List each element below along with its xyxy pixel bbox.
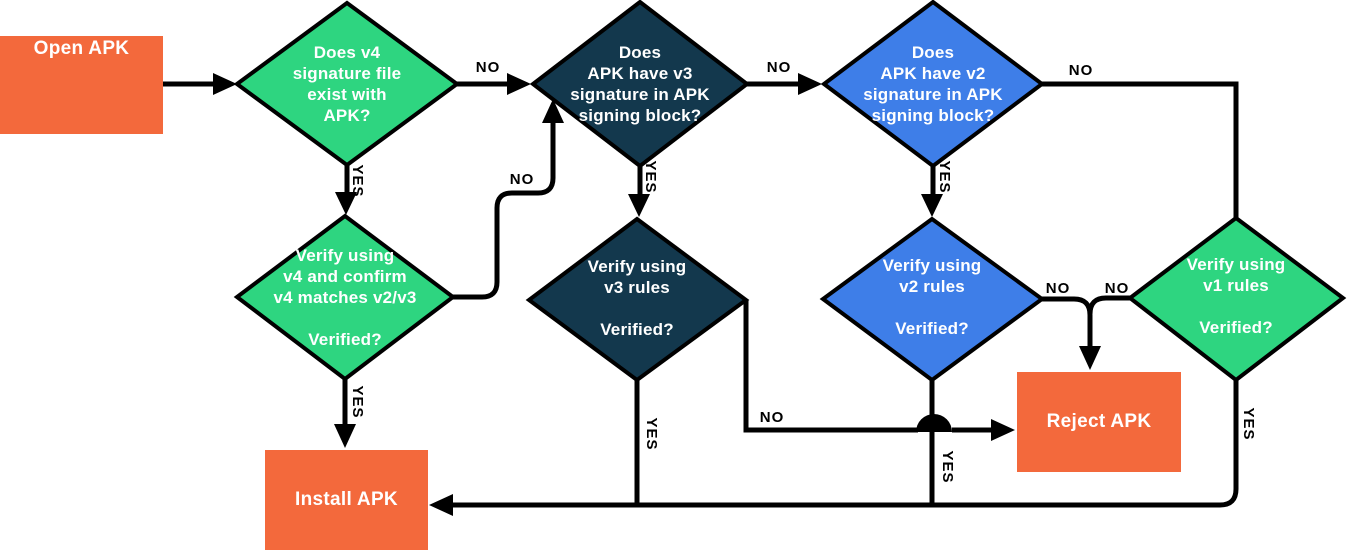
arrowhead-into-reject-left [991,419,1015,441]
label-v1verify-yes: YES [1240,407,1257,441]
arrowhead-into-v4exists [213,73,237,95]
label-v3verify-yes: YES [643,417,660,451]
arrowhead-into-v3exists-bottom [542,99,564,123]
arrowhead-into-install [334,424,356,448]
node-v4-exists [233,0,461,168]
install-apk-label: Install APK [295,489,398,510]
edge-v2verify-no [1042,296,1093,347]
label-v2exists-no: NO [1068,62,1094,79]
node-open-apk [0,36,163,134]
label-v2exists-yes: YES [936,160,953,194]
label-v1verify-no: NO [1104,280,1130,297]
arrowhead-into-v2verify [921,194,943,217]
label-v3exists-no: NO [766,59,792,76]
label-v4exists-yes: YES [349,164,366,198]
arrowhead-into-v4verify [335,192,357,215]
open-apk-label: Open APK [33,38,130,59]
node-v1-verify [1126,215,1347,383]
label-v2verify-no: NO [1045,280,1071,297]
node-v2-verify [819,216,1046,383]
node-install-apk [265,450,428,550]
node-v3-exists [529,0,751,169]
node-v3-verify [525,216,750,383]
node-v2-exists [820,0,1046,169]
arrowhead-into-reject-top [1079,346,1101,370]
reject-apk-label: Reject APK [1046,411,1152,432]
v2-verify-label: Verify using v2 rules Verified? [882,256,982,338]
arrowhead-into-v2exists [798,73,822,95]
edge-v1verify-no [1087,295,1130,315]
v1-verify-label: Verify using v1 rules Verified? [1186,255,1286,337]
label-v3exists-yes: YES [642,160,659,194]
connectors [163,73,1239,516]
v2-exists-label: Does APK have v2 signature in APK signin… [863,43,1003,125]
node-reject-apk [1017,372,1181,472]
arrowhead-into-v3exists [507,73,531,95]
edge-v4verify-no [453,122,556,300]
v4-exists-label: Does v4 signature file exist with APK? [292,43,402,125]
label-v4exists-no: NO [475,59,501,76]
edge-v3verify-no [743,300,918,433]
label-v2verify-yes: YES [939,450,956,484]
v4-verify-label: Verify using v4 and confirm v4 matches v… [273,246,417,349]
v3-exists-label: Does APK have v3 signature in APK signin… [570,43,710,125]
label-v3verify-no: NO [759,409,785,426]
label-v4verify-yes: YES [349,385,366,419]
node-v4-verify [233,213,457,382]
label-v4verify-no: NO [509,171,535,188]
v3-verify-label: Verify using v3 rules Verified? [587,257,687,339]
arrowhead-into-v3verify [628,194,650,217]
edge-hop-crossing [916,414,952,432]
arrowhead-into-install-right [429,494,453,516]
edge-v2exists-no [1042,81,1239,219]
edge-v1verify-yes-to-install [452,380,1239,508]
